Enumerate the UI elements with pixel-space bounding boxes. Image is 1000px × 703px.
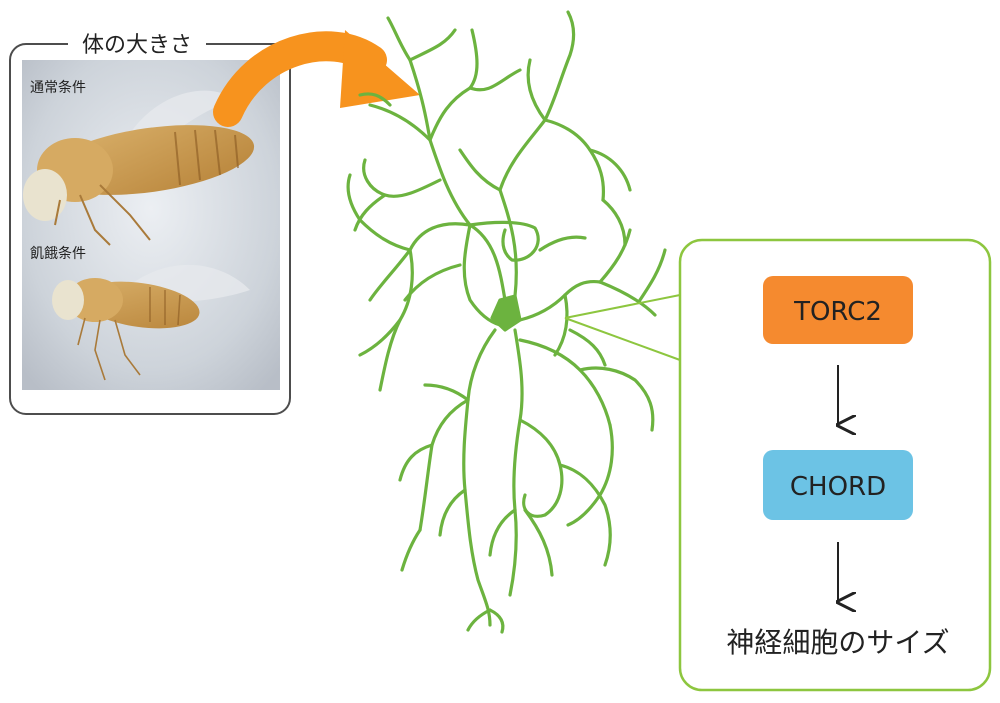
chord-label: CHORD [790,472,886,502]
callout-pointer-bottom [564,317,681,361]
torc2-box [763,276,913,344]
body-size-panel: 体の大きさ 通常条件 飢餓条件 [9,30,291,415]
pathway-callout: TORC2 CHORD 神経細胞のサイズ [564,238,992,692]
starved-fly [52,264,250,381]
title-gap [68,30,206,58]
neuron-size-label: 神経細胞のサイズ [726,626,949,659]
body-size-title: 体の大きさ [82,33,192,58]
chord-box [763,450,913,520]
callout-pointer-top [564,294,681,319]
torc2-label: TORC2 [793,297,882,327]
normal-condition-label: 通常条件 [30,79,86,96]
starved-condition-label: 飢餓条件 [30,245,86,262]
neuron-drawing [346,10,667,634]
normal-fly [23,90,255,246]
orange-arrow [213,30,420,127]
